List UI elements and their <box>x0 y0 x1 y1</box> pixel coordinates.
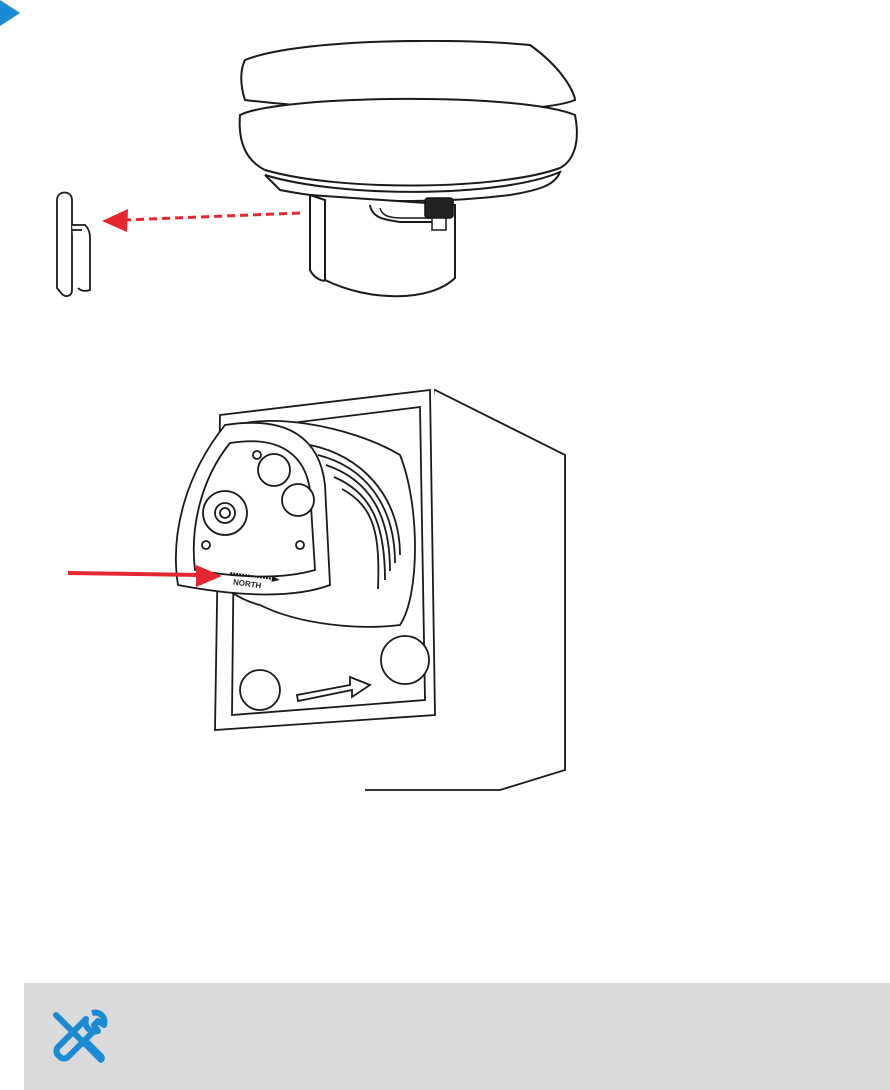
wrench-screwdriver-icon <box>46 1005 110 1069</box>
mounting-box-figure: NORTH <box>60 385 580 795</box>
sensor-removal-figure <box>40 40 600 310</box>
tools-callout <box>24 983 890 1090</box>
step-triangle-icon <box>0 0 20 26</box>
